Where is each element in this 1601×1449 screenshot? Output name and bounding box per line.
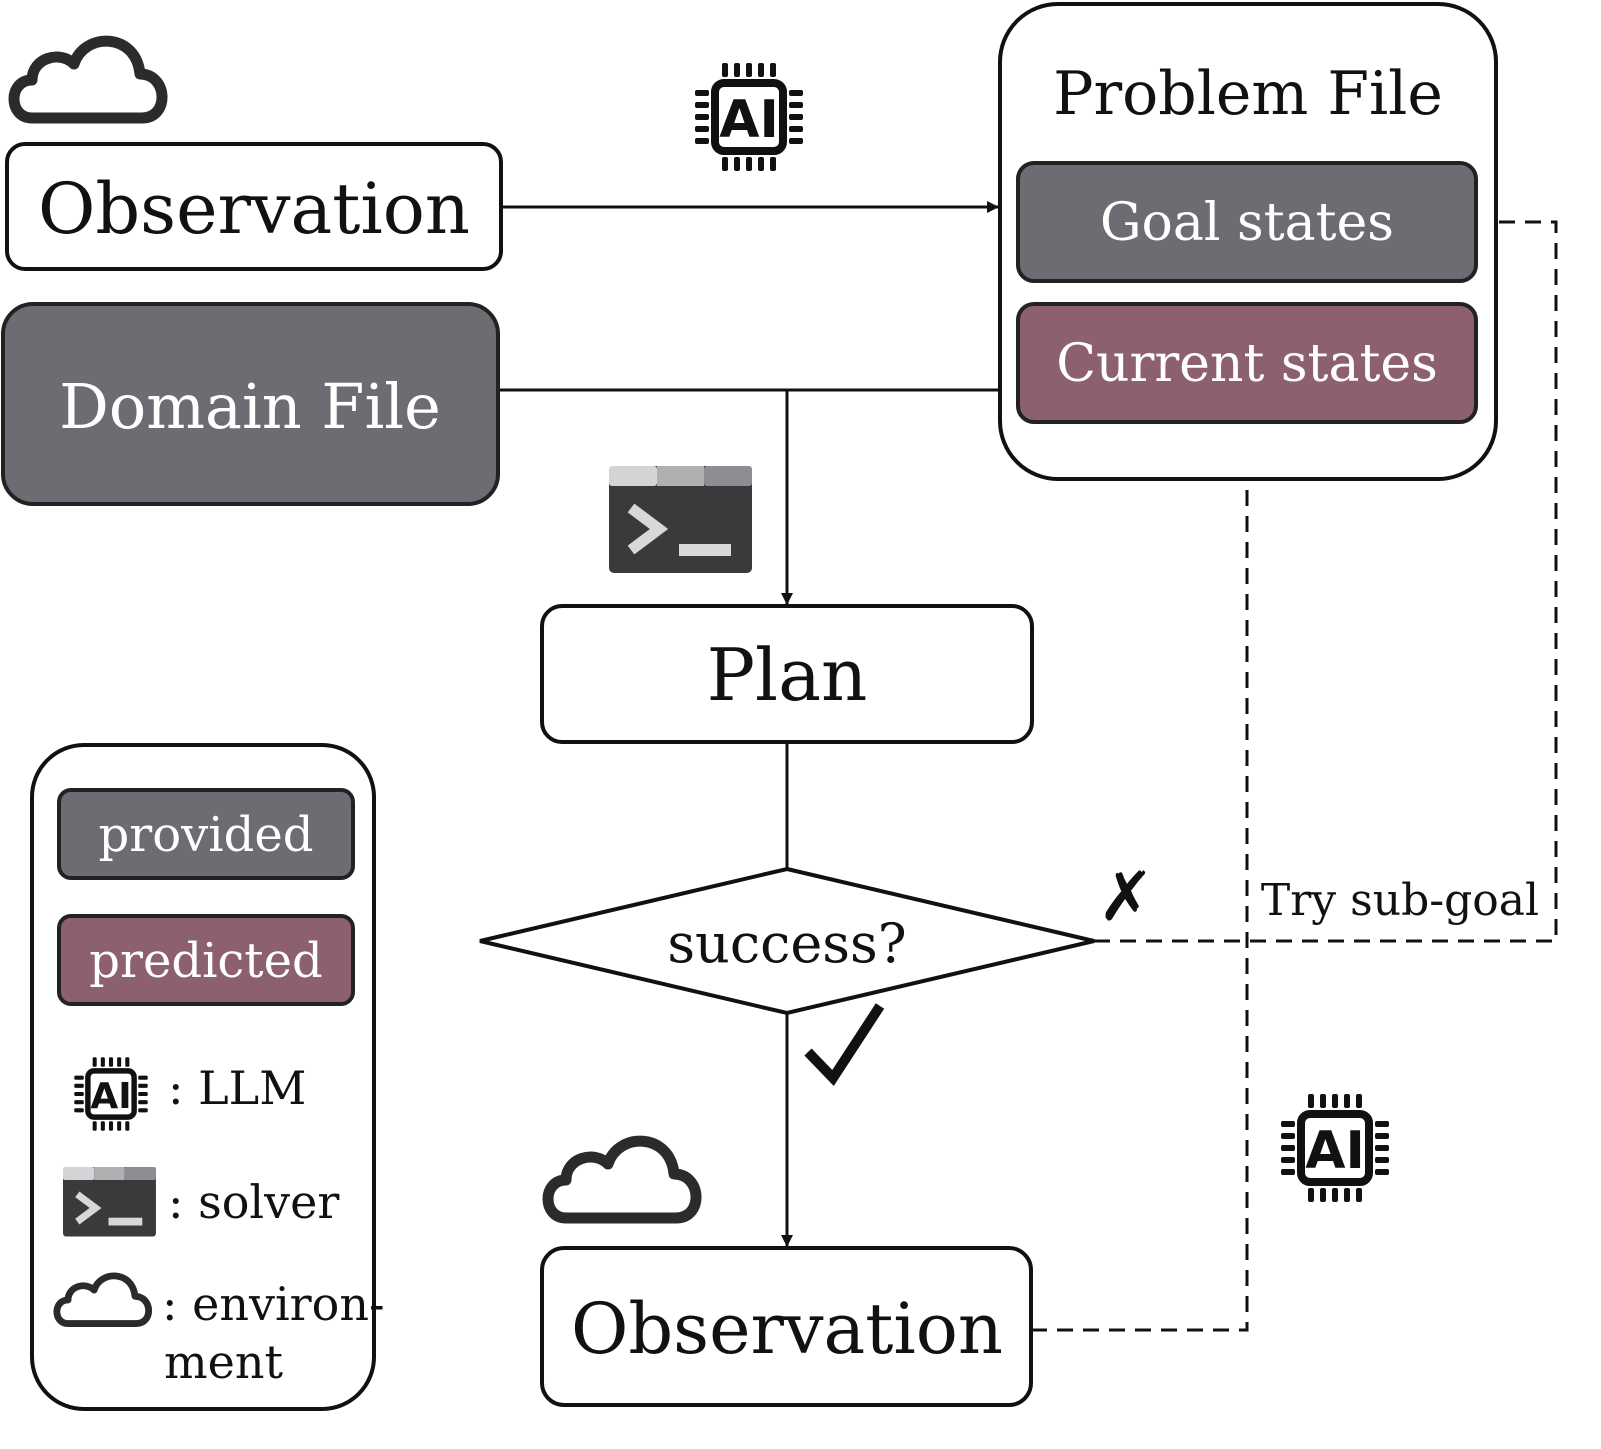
legend-environment-label-1: : environ- — [162, 1277, 385, 1331]
decision-node: success? — [479, 866, 1095, 1016]
plan-label: Plan — [707, 633, 868, 717]
success-check — [804, 1003, 885, 1086]
legend-environment-label-2: ment — [164, 1335, 283, 1389]
connectors — [498, 201, 1558, 1332]
fail-mark: ✗ — [1098, 858, 1155, 937]
ai-chip-text-bottom: AI — [1305, 1121, 1365, 1181]
observation-top-label: Observation — [38, 168, 470, 250]
goal-states-label: Goal states — [1100, 193, 1394, 253]
ai-chip-text: AI — [719, 90, 779, 150]
legend-ai-chip-text: AI — [90, 1076, 131, 1117]
problem-file-node: Problem File Goal states Current states — [998, 2, 1498, 481]
domain-file-node: Domain File — [1, 302, 500, 506]
terminal-icon — [609, 466, 752, 573]
success-mark: ✓ — [0, 0, 1, 1]
observation-bottom-node: Observation — [540, 1246, 1033, 1407]
decision-label: success? — [667, 912, 906, 975]
observation-top-node: Observation — [5, 142, 503, 271]
retry-label: Try sub-goal — [1261, 875, 1539, 926]
current-states-label: Current states — [1056, 334, 1438, 394]
legend-solver-label: : solver — [168, 1175, 339, 1229]
domain-file-label: Domain File — [59, 370, 441, 443]
edge-retry-subgoal — [1094, 216, 1558, 943]
goal-states-box — [1016, 161, 1478, 283]
legend-llm-label: : LLM — [168, 1061, 306, 1115]
cloud-icon — [14, 41, 162, 118]
legend-predicted-swatch — [57, 914, 355, 1006]
legend-predicted-label: predicted — [89, 933, 322, 989]
problem-file-title: Problem File — [1053, 59, 1443, 129]
edge-observation-to-current-states — [1031, 423, 1253, 1332]
legend-provided-label: provided — [99, 807, 314, 863]
current-states-box — [1016, 302, 1478, 424]
legend: provided predicted AI : LLM : solver : e… — [30, 743, 385, 1411]
legend-terminal-icon — [63, 1167, 156, 1237]
cloud-icon-bottom — [548, 1141, 696, 1218]
observation-bottom-label: Observation — [571, 1288, 1003, 1370]
plan-node: Plan — [540, 604, 1034, 744]
legend-provided-swatch — [57, 788, 355, 880]
